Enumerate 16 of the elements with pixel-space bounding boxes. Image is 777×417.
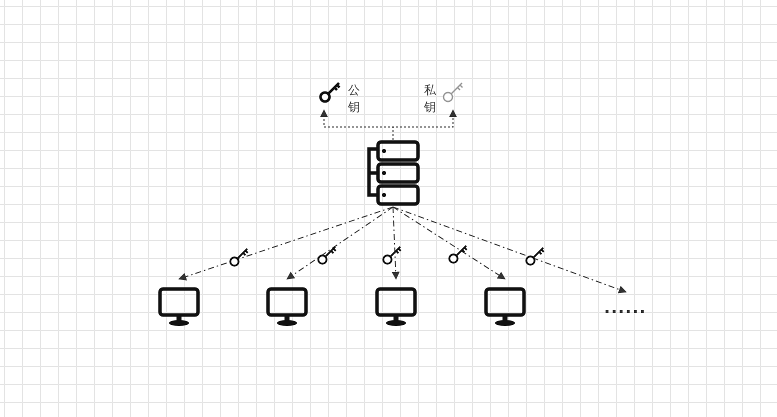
- key-icon: [441, 80, 465, 104]
- monitor-icon: [375, 287, 417, 327]
- monitor-icon: [158, 287, 200, 327]
- monitor-icon: [484, 287, 526, 327]
- key-label: 公钥: [348, 82, 360, 116]
- arrow: [286, 206, 394, 280]
- key-icon: [318, 80, 342, 104]
- arrow: [178, 206, 394, 280]
- arrow: [392, 109, 457, 140]
- server-icon: [366, 140, 420, 207]
- monitor-icon: [266, 287, 308, 327]
- arrow: [392, 206, 400, 280]
- key-label: 私钥: [424, 82, 436, 116]
- arrow: [392, 206, 627, 294]
- ellipsis-text: ......: [604, 300, 646, 316]
- arrow: [392, 206, 506, 280]
